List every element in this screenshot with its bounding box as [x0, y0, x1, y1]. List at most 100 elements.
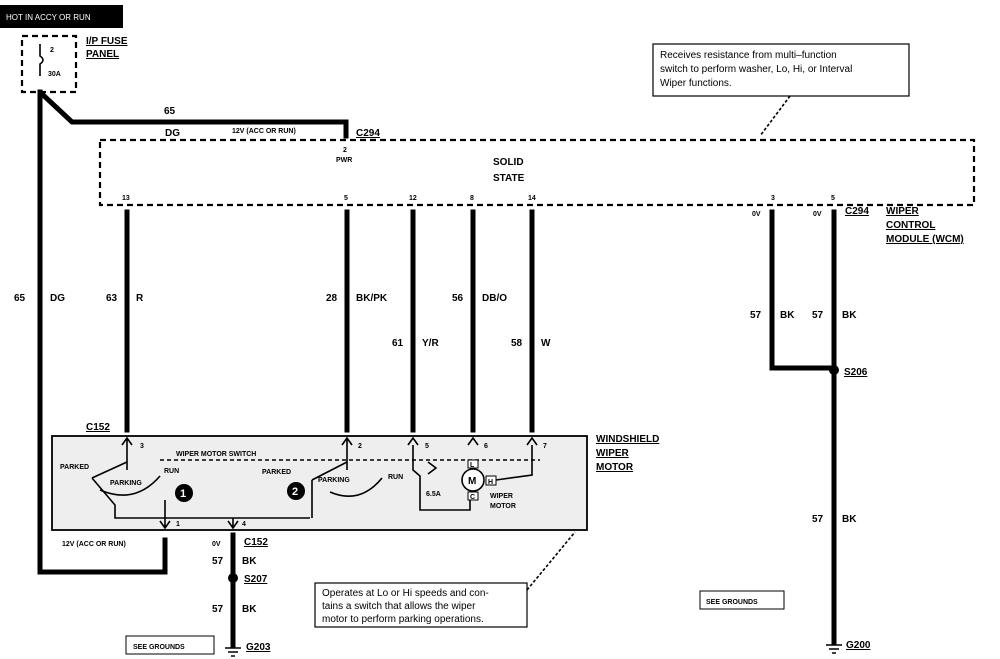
module-pwr-pin: 2 — [343, 147, 347, 154]
wire-57-pin3 — [769, 209, 837, 371]
marker-2: 2 — [292, 486, 298, 498]
marker-1-circle — [175, 484, 193, 502]
motor-pin-3: 3 — [140, 443, 144, 450]
wire-57a-color: BK — [780, 310, 795, 321]
wire-57b-color: BK — [842, 310, 857, 321]
wire-65-left-color: DG — [50, 293, 65, 304]
motor-connector-top: C152 — [86, 422, 110, 433]
windshield-wiper-motor — [51, 435, 588, 531]
bottom-note-line-3: motor to perform parking operations. — [322, 614, 484, 625]
module-pwr-label: PWR — [336, 157, 352, 164]
switch-2-parked: PARKED — [262, 469, 291, 476]
ground-g203: G203 — [246, 642, 271, 653]
motor-pin-3-arrow — [121, 436, 133, 470]
wire-65-left — [37, 89, 168, 575]
wire-57a-num: 57 — [750, 310, 762, 321]
motor-pin-7-arrow — [526, 436, 538, 446]
wire-65-top — [38, 90, 349, 139]
module-name-2: STATE — [493, 173, 525, 184]
top-note-leader — [759, 95, 791, 137]
module-label-2: CONTROL — [886, 220, 935, 231]
breaker-path — [412, 445, 471, 511]
motor-symbol — [461, 468, 485, 492]
fuse-number: 2 — [50, 47, 54, 54]
bottom-note-box — [314, 582, 528, 628]
module-pin-3: 3 — [771, 195, 775, 202]
ground-g203-icon — [225, 647, 241, 657]
wire-57d-num: 57 — [212, 556, 224, 567]
marker-2-circle — [287, 482, 305, 500]
top-note-line-3: Wiper functions. — [660, 78, 732, 89]
wire-57b-num: 57 — [812, 310, 824, 321]
wiper-control-module — [98, 138, 976, 207]
module-pin-5: 5 — [344, 195, 348, 202]
bottom-volt: 12V (ACC OR RUN) — [62, 541, 126, 548]
module-label-3: MODULE (WCM) — [886, 234, 964, 245]
splice-s206: S206 — [844, 367, 868, 378]
motor-l: L — [470, 462, 475, 469]
switch-1-arc — [99, 475, 161, 496]
module-pin-8: 8 — [470, 195, 474, 202]
ground-g200: G200 — [846, 640, 871, 651]
hot-label-box — [0, 5, 123, 28]
wire-61-color: Y/R — [422, 338, 439, 349]
top-note-line-2: switch to perform washer, Lo, Hi, or Int… — [660, 64, 852, 75]
motor-pin-6-arrow — [467, 436, 479, 446]
motor-bottom-pin-1-label: 1 — [176, 521, 180, 528]
wire-65-top-num: 65 — [164, 106, 176, 117]
motor-pin-7-path — [495, 445, 533, 481]
switch-2-parking: PARKING — [318, 477, 350, 484]
top-note-box — [652, 43, 910, 97]
motor-m: M — [468, 476, 476, 487]
splice-s207-dot — [228, 573, 238, 583]
switch-1-blade — [91, 461, 310, 519]
motor-pin-7: 7 — [543, 443, 547, 450]
module-pin-12: 12 — [409, 195, 417, 202]
see-grounds-box-left — [125, 635, 215, 655]
wire-57c-num: 57 — [812, 514, 824, 525]
wire-65-top-color: DG — [165, 128, 180, 139]
wire-57c-color: BK — [842, 514, 857, 525]
fuse-panel-label-2: PANEL — [86, 49, 119, 60]
splice-s207: S207 — [244, 574, 268, 585]
motor-brush-h — [485, 475, 497, 486]
motor-connector-bottom: C152 — [244, 537, 268, 548]
wiper-motor-label-2: MOTOR — [490, 503, 516, 510]
switch-1-parking: PARKING — [110, 480, 142, 487]
switch-2-blade — [311, 461, 348, 518]
motor-pin-6: 6 — [484, 443, 488, 450]
switch-1-run: RUN — [164, 468, 179, 475]
module-label-1: WIPER — [886, 206, 920, 217]
module-pin-13: 13 — [122, 195, 130, 202]
motor-h: H — [488, 479, 493, 486]
motor-bottom-pin-1 — [159, 500, 171, 530]
motor-c: C — [470, 494, 475, 501]
bottom-note-line-1: Operates at Lo or Hi speeds and con- — [322, 588, 489, 599]
switch-2-arc — [329, 477, 383, 497]
fuse-rating: 30A — [48, 71, 61, 78]
motor-pin-5-arrow — [407, 436, 419, 446]
wire-57e-num: 57 — [212, 604, 224, 615]
hot-label: HOT IN ACCY OR RUN — [6, 13, 91, 22]
fuse-panel-label-1: I/P FUSE — [86, 36, 128, 47]
ground-g200-icon — [826, 644, 842, 654]
wire-28-num: 28 — [326, 293, 338, 304]
wire-63-num: 63 — [106, 293, 118, 304]
breaker-symbol — [427, 461, 438, 475]
wire-63-color: R — [136, 293, 144, 304]
see-grounds-left: SEE GROUNDS — [133, 644, 185, 651]
wiper-motor-switch-label: WIPER MOTOR SWITCH — [176, 451, 256, 458]
zero-volt-3: 0V — [212, 541, 221, 548]
zero-volt-2: 0V — [813, 211, 822, 218]
wire-57e-color: BK — [242, 604, 257, 615]
fuse-symbol — [39, 44, 44, 76]
wire-57d-color: BK — [242, 556, 257, 567]
wire-56-num: 56 — [452, 293, 464, 304]
see-grounds-box-right — [699, 590, 785, 610]
switch-2-run: RUN — [388, 474, 403, 481]
wire-65-top-volt: 12V (ACC OR RUN) — [232, 128, 296, 135]
splice-s206-dot — [829, 365, 839, 375]
module-name-1: SOLID — [493, 157, 524, 168]
motor-pin-2: 2 — [358, 443, 362, 450]
